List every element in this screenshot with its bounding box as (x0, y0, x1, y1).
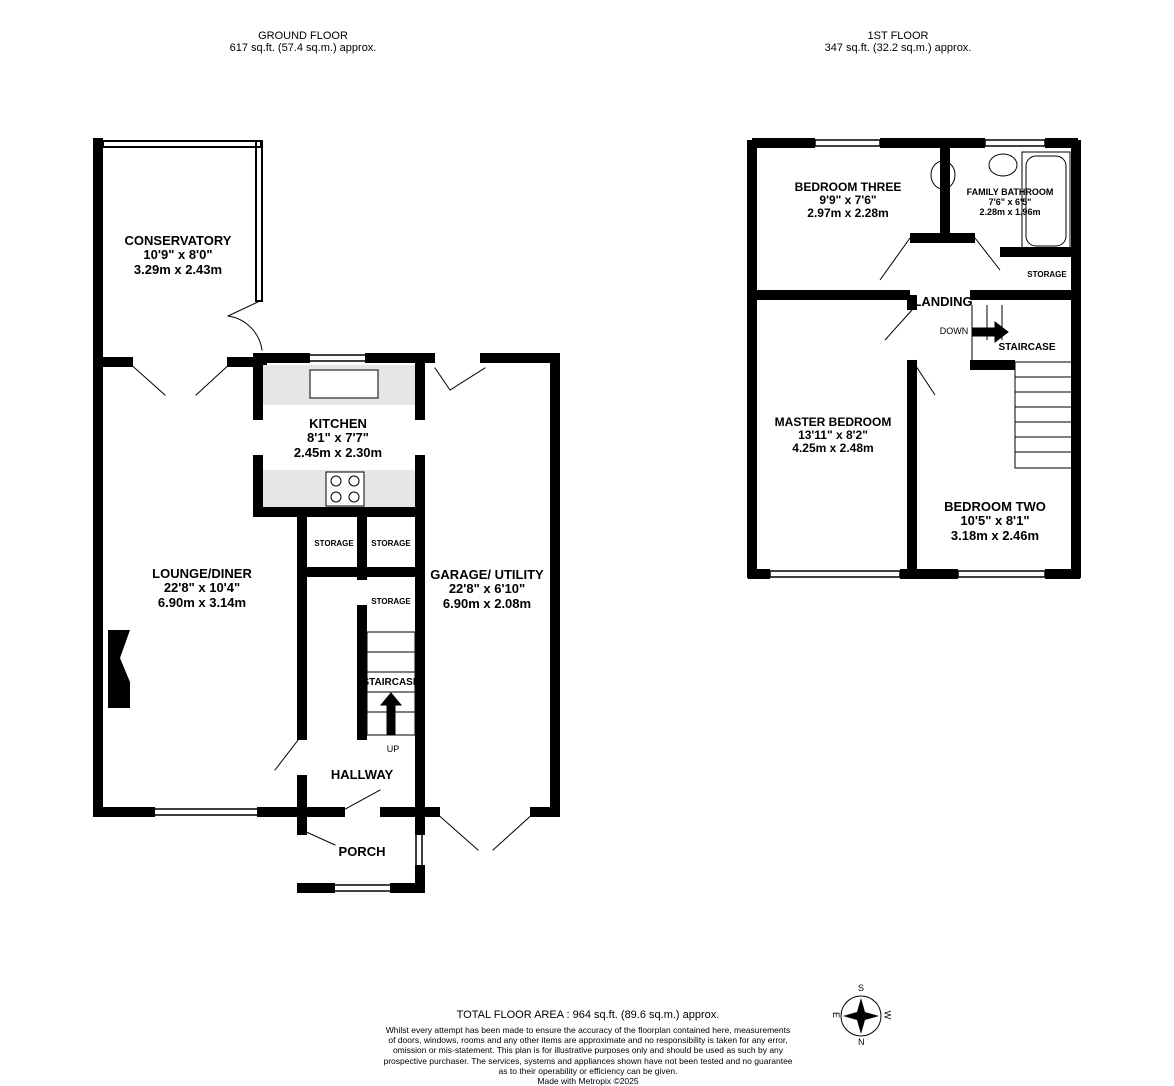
staircase-label: STAIRCASE (362, 677, 420, 688)
ground-staircase (366, 631, 416, 736)
compass-icon: S N E W (831, 983, 893, 1047)
storage-label: STORAGE (371, 539, 411, 548)
storage-label: STORAGE (371, 597, 411, 606)
storage-label: STORAGE (1027, 270, 1067, 279)
compass-w: W (882, 1010, 893, 1020)
room-hallway: HALLWAY (330, 767, 394, 782)
bathroom-fittings (930, 151, 1071, 251)
room-porch: PORCH (338, 844, 386, 859)
credit: Made with Metropix ©2025 (537, 1075, 639, 1086)
ground-floor-plan (93, 138, 560, 893)
down-label: DOWN (939, 326, 969, 336)
compass-s: S (858, 983, 865, 993)
first-staircase (971, 305, 1076, 469)
compass-e: E (831, 1011, 842, 1019)
kitchen-fittings (263, 365, 415, 507)
disclaimer: Whilst every attempt has been made to en… (383, 1025, 793, 1086)
staircase-label: STAIRCASE (998, 342, 1056, 353)
compass-n: N (858, 1037, 865, 1047)
storage-label: STORAGE (314, 539, 354, 548)
first-floor-plan (747, 138, 1081, 579)
up-label: UP (386, 744, 400, 754)
fireplace (108, 630, 130, 708)
total-floor-area: TOTAL FLOOR AREA : 964 sq.ft. (89.6 sq.m… (456, 1009, 720, 1021)
landing-label: LANDING (913, 294, 973, 309)
